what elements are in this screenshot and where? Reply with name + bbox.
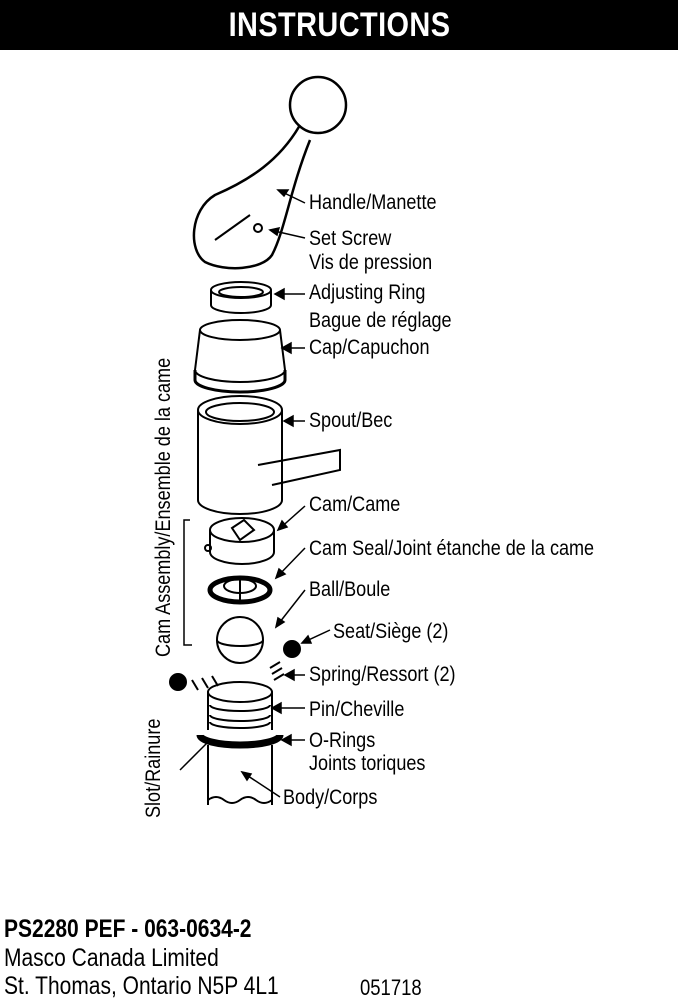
label-adjusting-ring-fr: Bague de réglage [309,309,452,332]
page-title: INSTRUCTIONS [228,5,450,44]
label-adjusting-ring: Adjusting Ring [309,281,426,304]
handle-drawing [192,75,348,270]
spout-drawing [197,395,341,515]
label-body: Body/Corps [283,786,378,809]
company-address: St. Thomas, Ontario N5P 4L1 [4,972,279,1000]
label-o-rings: O-Rings [309,729,376,752]
document-code: 051718 [360,975,422,1000]
cam-assembly-bracket [183,519,192,646]
label-cam-seal: Cam Seal/Joint étanche de la came [309,537,595,560]
cam-seal-drawing [207,575,273,605]
header-bar: INSTRUCTIONS [0,0,678,50]
adjusting-ring-drawing [210,281,272,314]
label-cam-assembly: Cam Assembly/Ensemble de la came [152,357,175,657]
label-spout: Spout/Bec [309,409,393,432]
cam-drawing [204,517,275,565]
label-ball: Ball/Boule [309,578,391,601]
label-slot: Slot/Rainure [142,718,165,818]
label-pin: Pin/Cheville [309,698,405,721]
company-name: Masco Canada Limited [4,944,219,972]
label-cap: Cap/Capuchon [309,336,430,359]
leader-arrows [179,189,331,798]
label-spring: Spring/Ressort (2) [309,663,456,686]
label-set-screw: Set Screw [309,227,392,250]
cap-drawing [193,319,287,394]
label-handle: Handle/Manette [309,191,437,214]
label-seat: Seat/Siège (2) [333,620,449,643]
part-number: PS2280 PEF - 063-0634-2 [4,915,252,943]
label-set-screw-fr: Vis de pression [309,251,433,274]
ball-drawing [216,616,264,664]
label-o-rings-fr: Joints toriques [309,752,426,775]
label-cam: Cam/Came [309,493,401,516]
body-drawing [196,681,284,805]
